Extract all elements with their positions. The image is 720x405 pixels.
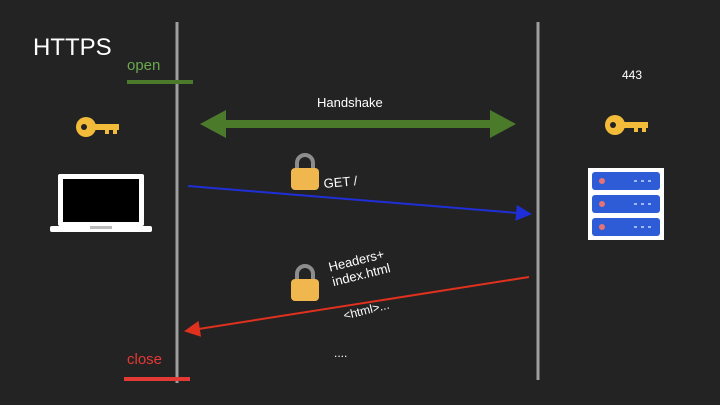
handshake-label: Handshake xyxy=(317,95,383,110)
laptop-icon xyxy=(50,174,152,232)
ellipsis-label: .... xyxy=(334,346,348,360)
close-bar xyxy=(124,377,190,381)
server-icon xyxy=(588,168,664,240)
open-label: open xyxy=(127,57,161,74)
close-label: close xyxy=(127,351,163,368)
request-label: GET / xyxy=(323,173,358,191)
handshake-arrow xyxy=(200,110,516,138)
response-arrow xyxy=(184,276,530,337)
lock-icon xyxy=(291,153,319,190)
key-icon xyxy=(76,117,119,137)
page-title: HTTPS xyxy=(33,34,112,61)
request-arrow xyxy=(187,185,532,221)
open-bar xyxy=(127,80,193,84)
key-icon xyxy=(605,115,648,135)
port-label: 443 xyxy=(622,68,643,82)
lock-icon xyxy=(291,264,319,301)
